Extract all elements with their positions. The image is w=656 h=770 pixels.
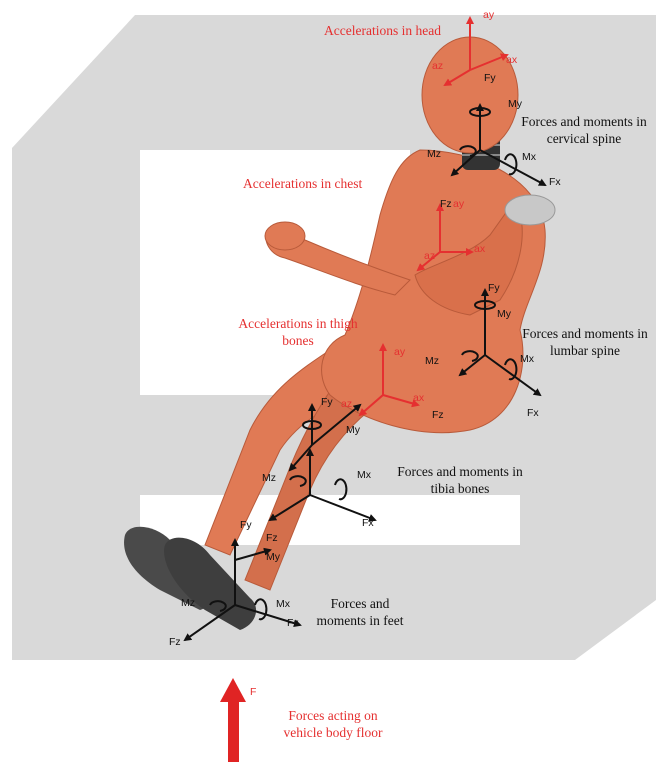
head-fy: Fy: [484, 72, 496, 84]
floor-f: F: [250, 686, 256, 698]
chest-az: az: [424, 250, 435, 262]
cervical-my: My: [508, 98, 522, 110]
lumbar-mz: Mz: [425, 355, 439, 367]
label-thigh-accel: Accelerations in thigh bones: [228, 315, 368, 349]
thigh-fz: Fz: [432, 409, 444, 421]
thigh-fy: Fy: [321, 396, 333, 408]
foot-mz: Mz: [181, 597, 195, 609]
lumbar-mx: Mx: [520, 353, 534, 365]
thigh-my: My: [346, 424, 360, 436]
cervical-mx: Mx: [522, 151, 536, 163]
thigh-ay: ay: [394, 346, 405, 358]
label-floor-force: Forces acting on vehicle body floor: [268, 707, 398, 741]
head-ay: ay: [483, 9, 494, 21]
tibia-mx: Mx: [357, 469, 371, 481]
chest-ay: ay: [453, 198, 464, 210]
cervical-mz: Mz: [427, 148, 441, 160]
chest-ax: ax: [474, 243, 485, 255]
label-lumbar: Forces and moments in lumbar spine: [514, 325, 656, 359]
head-ax: ax: [506, 54, 517, 66]
label-cervical: Forces and moments in cervical spine: [512, 113, 656, 147]
cervical-fx: Fx: [549, 176, 561, 188]
tibia-fx: Fx: [362, 517, 374, 529]
thigh-az: az: [341, 398, 352, 410]
foot-fx: Fx: [287, 617, 299, 629]
thigh-ax: ax: [413, 392, 424, 404]
foot-fz2: Fz: [169, 636, 181, 648]
foot-fy: Fy: [240, 519, 252, 531]
label-head-accel: Accelerations in head: [324, 22, 441, 39]
dummy-hand: [265, 222, 305, 250]
head-az: az: [432, 60, 443, 72]
label-tibia: Forces and moments in tibia bones: [390, 463, 530, 497]
chest-fz: Fz: [440, 198, 452, 210]
lumbar-fy: Fy: [488, 282, 500, 294]
foot-fz: Fz: [266, 532, 278, 544]
floor-force-arrow: [220, 678, 246, 762]
foot-my: My: [266, 551, 280, 563]
dummy-shoulder-joint: [505, 195, 555, 225]
foot-mx: Mx: [276, 598, 290, 610]
tibia-mz: Mz: [262, 472, 276, 484]
lumbar-fx: Fx: [527, 407, 539, 419]
label-feet: Forces and moments in feet: [300, 595, 420, 629]
label-chest-accel: Accelerations in chest: [243, 175, 362, 192]
lumbar-my: My: [497, 308, 511, 320]
